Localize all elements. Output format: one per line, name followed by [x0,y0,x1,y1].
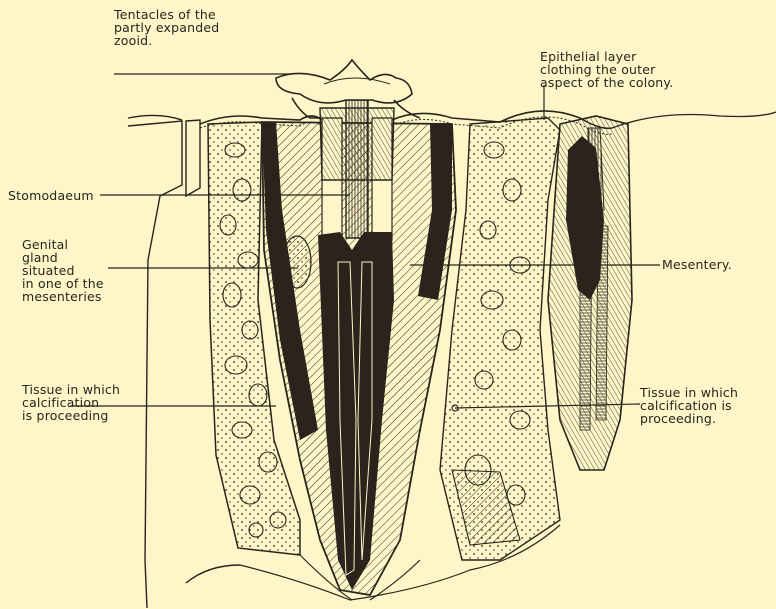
epithelial-layer-label: Epithelial layer clothing the outer aspe… [540,50,673,89]
tissue-left-label: Tissue in which calcification is proceed… [22,383,120,422]
right-zooid [548,116,632,470]
zooid-column [320,108,394,180]
stomodaeum-label: Stomodaeum [8,189,94,202]
genital-gland-label: Genital gland situated in one of the mes… [22,238,104,303]
tissue-right-label: Tissue in which calcification is proceed… [640,386,738,425]
right-calcifying-tissue [440,118,560,560]
tentacles-label: Tentacles of the partly expanded zooid. [114,8,219,47]
genital-gland [283,236,311,288]
mesentery-label: Mesentery. [662,258,732,271]
